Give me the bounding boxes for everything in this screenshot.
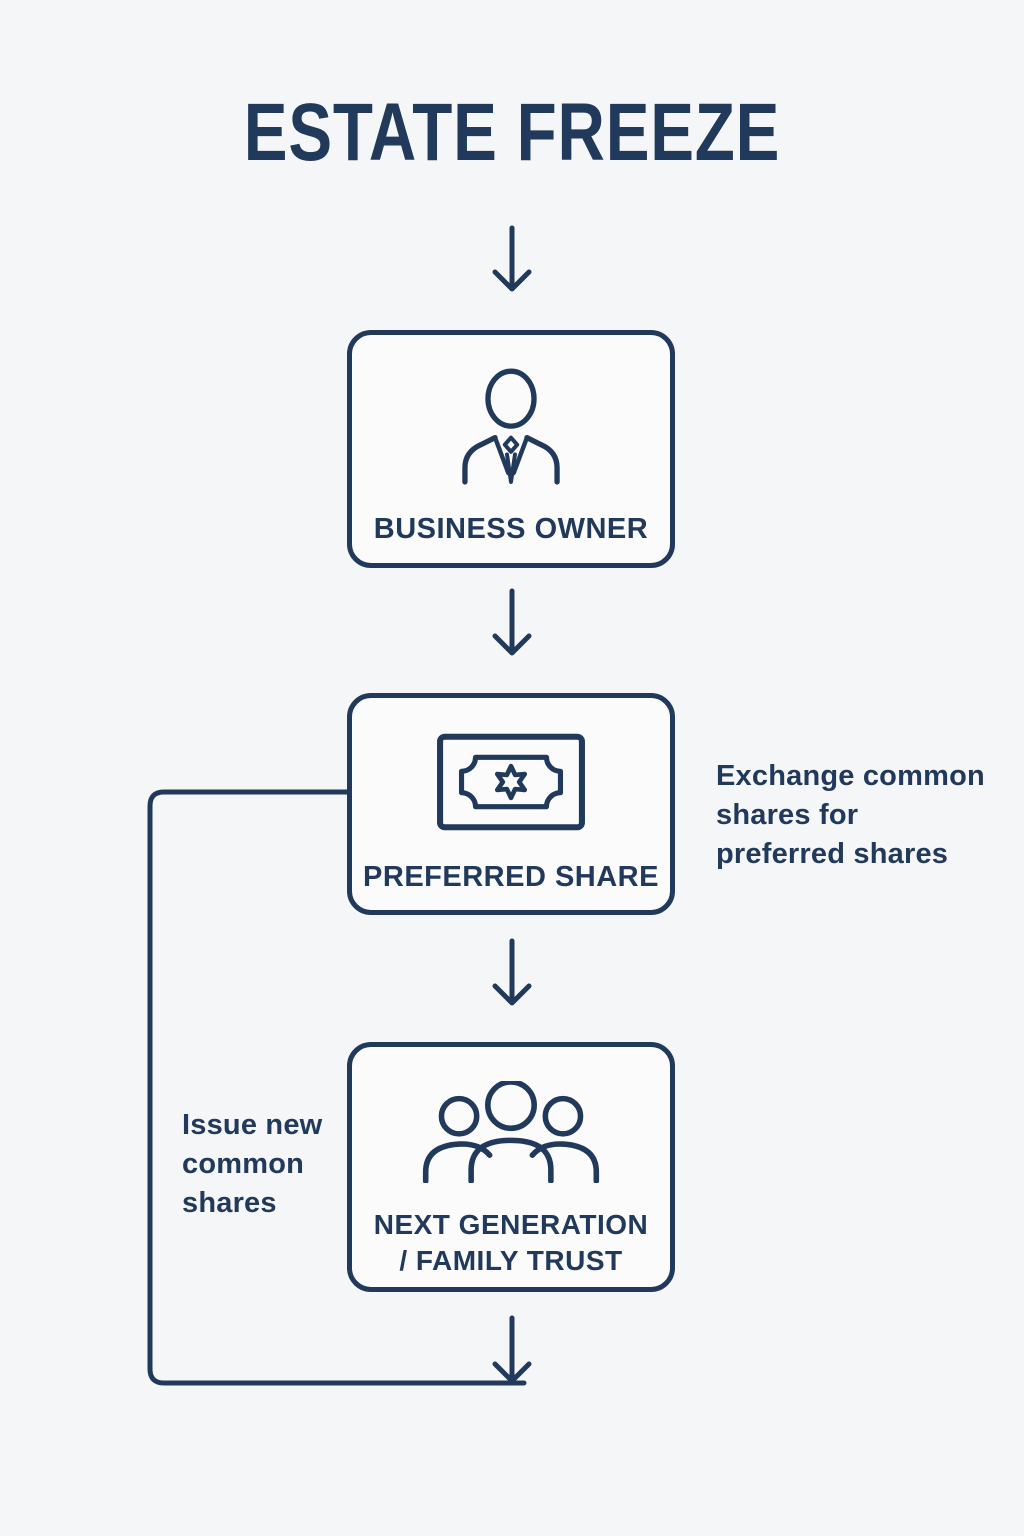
- arrow-preferred-share-to-next-generation: [492, 938, 532, 1006]
- node-label: PREFERRED SHARE: [363, 861, 659, 893]
- node-label: BUSINESS OWNER: [373, 513, 649, 545]
- annotation-issue-new-common-shares: Issue new common shares: [182, 1106, 322, 1223]
- annotation-line: shares for: [716, 799, 859, 831]
- node-next-generation-family-trust: NEXT GENERATION / FAMILY TRUST: [347, 1042, 675, 1292]
- node-label-line: NEXT GENERATION: [373, 1209, 649, 1240]
- node-business-owner: BUSINESS OWNER: [347, 330, 675, 568]
- family-group-icon: [422, 1081, 600, 1183]
- annotation-line: preferred shares: [716, 838, 949, 870]
- annotation-line: common: [182, 1148, 305, 1180]
- arrow-next-generation-down: [492, 1315, 532, 1384]
- page-title: ESTATE FREEZE: [243, 87, 781, 178]
- annotation-exchange-common-shares: Exchange common shares for preferred sha…: [716, 757, 985, 874]
- share-certificate-icon: [437, 733, 585, 831]
- arrow-title-to-business-owner: [492, 225, 532, 292]
- node-label: NEXT GENERATION / FAMILY TRUST: [374, 1207, 649, 1279]
- annotation-line: Exchange common: [716, 760, 985, 792]
- annotation-line: Issue new: [182, 1109, 323, 1141]
- node-preferred-share: PREFERRED SHARE: [347, 693, 675, 915]
- node-label-line: / FAMILY TRUST: [399, 1245, 623, 1276]
- annotation-line: shares: [182, 1187, 277, 1219]
- arrow-business-owner-to-preferred-share: [492, 588, 532, 656]
- business-person-icon: [462, 368, 560, 485]
